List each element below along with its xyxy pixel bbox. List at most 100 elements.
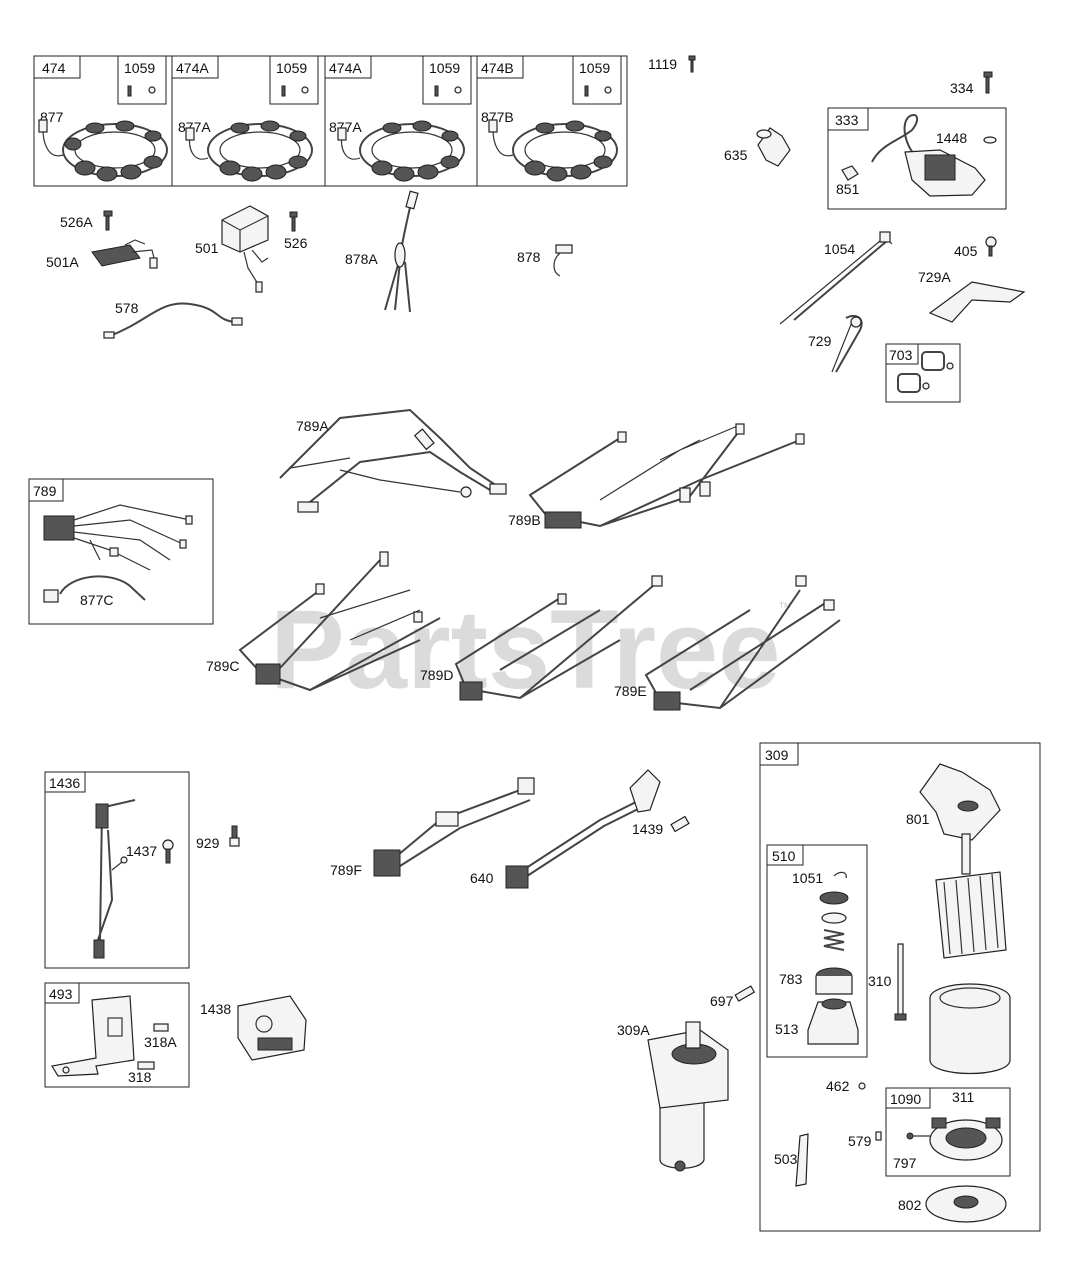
- connector-878-icon: [553, 244, 573, 277]
- group-474-tag: [33, 55, 81, 79]
- harness-789c-icon: [238, 551, 441, 692]
- spark-cap-635-icon: [756, 127, 791, 167]
- group-474a-1[interactable]: 474A 1059 877A: [171, 55, 326, 187]
- module-1438-icon: [237, 995, 307, 1061]
- wire-878a-icon: [384, 190, 419, 313]
- group-703[interactable]: 703: [885, 343, 961, 403]
- group-474-label: 474: [42, 60, 66, 76]
- label-526a: 526A: [60, 214, 93, 230]
- group-474a-1-sub-frame: [269, 55, 319, 105]
- group-510-frame: [766, 844, 868, 1058]
- cable-tie-1054-icon: [779, 231, 893, 325]
- stator-474a-1: [185, 120, 313, 182]
- watermark-tm: ™: [778, 599, 792, 615]
- group-1436-tag: [44, 771, 86, 793]
- group-493[interactable]: 493 318A 318: [44, 982, 190, 1088]
- group-703-label: 703: [889, 347, 913, 363]
- strap-503-icon: [795, 1133, 809, 1187]
- bolt-526-icon: [289, 211, 298, 232]
- group-703-tag: [885, 343, 919, 365]
- harness-789-icon: [43, 504, 193, 603]
- harness-789a-icon: [279, 408, 507, 513]
- label-878a: 878A: [345, 251, 378, 267]
- bolt-1437-icon: [162, 839, 174, 864]
- label-783: 783: [779, 971, 803, 987]
- lead-640-icon: [505, 769, 661, 889]
- watermark: PartsTree ™: [270, 587, 792, 712]
- group-1090-tag: [885, 1087, 931, 1109]
- group-474a-2-sub-label: 1059: [429, 60, 460, 76]
- armature-icon: [935, 833, 1007, 959]
- watermark-text: PartsTree: [270, 587, 781, 712]
- bracket-729a-icon: [928, 281, 1026, 323]
- label-635: 635: [724, 147, 748, 163]
- label-311: 311: [952, 1089, 975, 1105]
- clip-729-icon: [831, 314, 863, 373]
- bracket-493-icon: [51, 995, 169, 1077]
- label-309a: 309A: [617, 1022, 650, 1038]
- group-1436-label: 1436: [49, 775, 80, 791]
- group-333[interactable]: 333 1448 851: [827, 107, 1007, 210]
- group-510-label: 510: [772, 848, 796, 864]
- group-333-tag: [827, 107, 869, 131]
- harness-1436-icon: [93, 799, 174, 959]
- drive-parts-icon: [807, 871, 859, 1045]
- harness-789f-icon: [373, 777, 535, 877]
- label-501: 501: [195, 240, 219, 256]
- label-318a: 318A: [144, 1034, 177, 1050]
- group-1436[interactable]: 1436 1437: [44, 771, 190, 969]
- end-cap-801-icon: [919, 763, 1001, 841]
- group-474a-1-tag: [171, 55, 219, 79]
- label-1119: 1119: [648, 56, 677, 72]
- stator-illustrations: [38, 85, 618, 182]
- bolt-929-icon: [229, 825, 240, 847]
- rectifier-501a-icon: [91, 239, 158, 269]
- lead-578-icon: [103, 302, 243, 339]
- group-789-label: 789: [33, 483, 57, 499]
- label-1438: 1438: [200, 1001, 231, 1017]
- harness-789b-icon: [528, 423, 805, 529]
- group-474a-2-wire-label: 877A: [329, 119, 362, 135]
- label-789e: 789E: [614, 683, 647, 699]
- label-697: 697: [710, 993, 734, 1009]
- label-1448: 1448: [936, 130, 967, 146]
- group-1090-frame: [885, 1087, 1011, 1177]
- ignition-coil-icon: [841, 114, 997, 197]
- group-309[interactable]: 309 801 310 462 510 1051 783 513: [759, 742, 1041, 1232]
- group-309-tag: [759, 742, 799, 766]
- group-474-sub-frame: [117, 55, 167, 105]
- group-510-tag: [766, 844, 804, 866]
- clip-579-icon: [875, 1131, 882, 1141]
- group-474a-1-sub-label: 1059: [276, 60, 307, 76]
- stator-474: [38, 119, 168, 182]
- label-501a: 501A: [46, 254, 79, 270]
- group-1090[interactable]: 1090 311 797: [885, 1087, 1011, 1177]
- label-640: 640: [470, 870, 494, 886]
- group-474b-sub-frame: [572, 55, 622, 105]
- label-789b: 789B: [508, 512, 541, 528]
- label-801: 801: [906, 811, 930, 827]
- group-789[interactable]: 789 877C: [28, 478, 214, 625]
- label-578: 578: [115, 300, 139, 316]
- screw-icons-1059: [127, 85, 612, 97]
- group-510[interactable]: 510 1051 783 513: [766, 844, 868, 1058]
- group-493-tag: [44, 982, 80, 1004]
- label-579: 579: [848, 1133, 872, 1149]
- group-1090-label: 1090: [890, 1091, 921, 1107]
- group-474a-2-label: 474A: [329, 60, 362, 76]
- group-474b-sub-label: 1059: [579, 60, 610, 76]
- brush-holder-icon: [906, 1117, 1003, 1161]
- group-333-frame: [827, 107, 1007, 210]
- bolt-526a-icon: [103, 210, 113, 231]
- group-474b-tag: [476, 55, 524, 79]
- group-474b-label: 474B: [481, 60, 514, 76]
- group-703-frame: [885, 343, 961, 403]
- label-1439: 1439: [632, 821, 663, 837]
- label-789a: 789A: [296, 418, 329, 434]
- label-1051: 1051: [792, 870, 823, 886]
- group-474-sub-label: 1059: [124, 60, 155, 76]
- label-1054: 1054: [824, 241, 855, 257]
- group-789-frame: [28, 478, 214, 625]
- label-526: 526: [284, 235, 308, 251]
- label-334: 334: [950, 80, 974, 96]
